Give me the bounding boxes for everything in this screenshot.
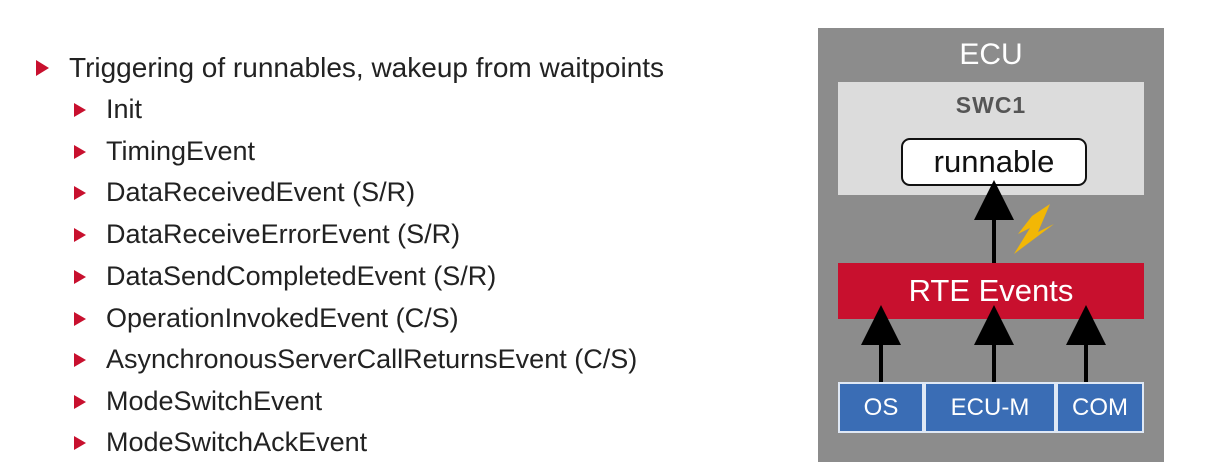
bullet-triangle-icon [36,60,49,76]
bullet-item-text: AsynchronousServerCallReturnsEvent (C/S) [106,344,638,374]
rte-events-label: RTE Events [908,273,1074,308]
bullet-item-text: ModeSwitchAckEvent [106,427,368,457]
bullet-item: ModeSwitchAckEvent [74,427,367,458]
bullet-heading: Triggering of runnables, wakeup from wai… [36,52,664,84]
bullet-triangle-icon [74,352,86,367]
swc-block: SWC1 runnable [838,82,1144,195]
ecu-label: ECU [959,38,1023,71]
swc-label: SWC1 [955,92,1027,118]
bullet-triangle-icon [74,227,86,242]
bullet-item-text: Init [106,94,143,124]
bullet-item: DataSendCompletedEvent (S/R) [74,261,496,292]
bullet-item: DataReceiveErrorEvent (S/R) [74,219,460,250]
bullet-item-text: DataReceiveErrorEvent (S/R) [106,219,461,249]
bullet-triangle-icon [74,102,86,117]
bsw-module-label: OS [863,393,899,421]
bullet-list: Triggering of runnables, wakeup from wai… [36,52,664,458]
diagram-connectors [861,180,1106,382]
bsw-module-label: COM [1072,393,1128,421]
bullet-item-text: ModeSwitchEvent [106,386,323,416]
bullet-item: ModeSwitchEvent [74,386,322,417]
bsw-modules-row: OS ECU-M COM [838,382,1144,433]
bullet-triangle-icon [74,144,86,159]
bullet-triangle-icon [74,311,86,326]
bullet-triangle-icon [74,185,86,200]
bsw-module-ecum: ECU-M [924,382,1056,433]
bullet-item-text: DataReceivedEvent (S/R) [106,177,416,207]
bsw-module-label: ECU-M [950,393,1030,421]
bsw-module-os: OS [838,382,924,433]
bullet-triangle-icon [74,269,86,284]
bullet-item-text: DataSendCompletedEvent (S/R) [106,261,497,291]
bullet-item: OperationInvokedEvent (C/S) [74,303,459,334]
bullet-item: AsynchronousServerCallReturnsEvent (C/S) [74,344,637,375]
ecu-block: ECU SWC1 runnable RTE Events OS ECU-M CO… [818,28,1164,462]
bullet-heading-text: Triggering of runnables, wakeup from wai… [69,52,665,83]
bullet-triangle-icon [74,435,86,450]
bullet-item: Init [74,94,142,125]
bullet-item: DataReceivedEvent (S/R) [74,177,415,208]
runnable-label: runnable [933,144,1055,179]
bsw-module-com: COM [1056,382,1144,433]
bullet-item: TimingEvent [74,136,255,167]
bullet-triangle-icon [74,394,86,409]
bullet-item-text: OperationInvokedEvent (C/S) [106,303,459,333]
lightning-icon [1014,204,1054,254]
bullet-item-text: TimingEvent [106,136,256,166]
